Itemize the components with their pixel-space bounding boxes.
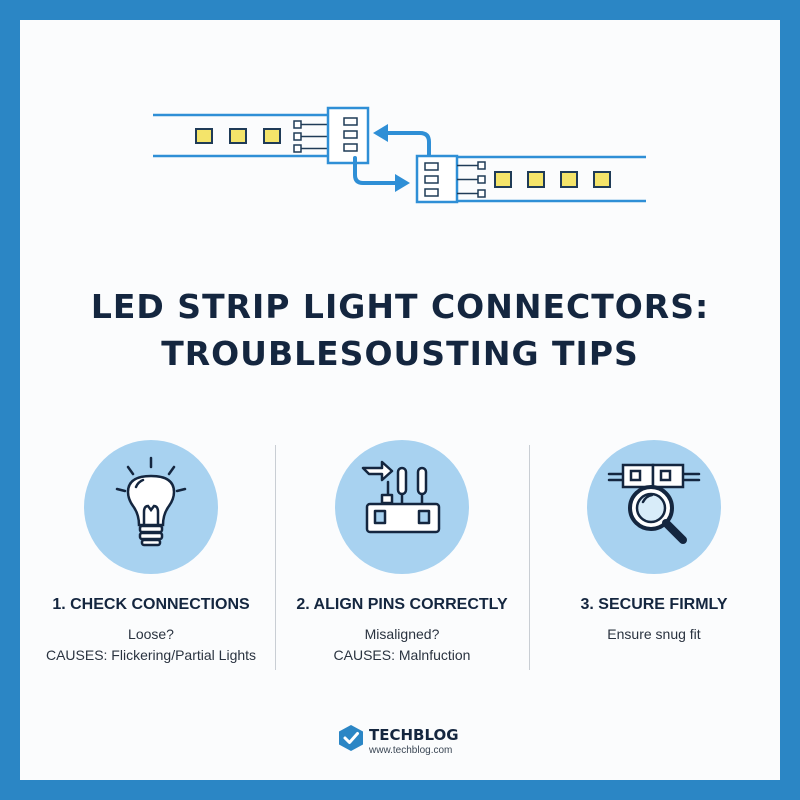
led-chip [527, 171, 545, 188]
led-chip [593, 171, 611, 188]
tip-title: 2. ALIGN PINS CORRECTLY [296, 596, 508, 613]
column-divider [529, 445, 530, 670]
tip-align-pins: 2. ALIGN PINS CORRECTLY Misaligned? CAUS… [277, 440, 527, 666]
brand-footer: TECHBLOG www.techblog.com [338, 722, 478, 762]
light-bulb-icon [115, 456, 187, 547]
tip-secure-firmly: 3. SECURE FIRMLY Ensure snug fit [529, 440, 779, 645]
shield-check-icon [339, 725, 363, 751]
connector-pins-icon [361, 460, 441, 534]
led-strip-illustration [153, 106, 646, 204]
right-led-strip [457, 155, 646, 203]
brand-url[interactable]: www.techblog.com [369, 745, 453, 756]
tip-question: Ensure snug fit [607, 626, 701, 642]
tip-title: 1. CHECK CONNECTIONS [52, 596, 250, 613]
led-chip [560, 171, 578, 188]
left-led-strip [153, 113, 330, 158]
right-connector [415, 154, 459, 204]
led-chip [494, 171, 512, 188]
title-line-2: TROUBLESOUSTING TIPS [161, 334, 639, 373]
title-line-1: LED STRIP LIGHT CONNECTORS: [90, 287, 710, 326]
tip-question: Loose? [128, 626, 174, 642]
tip-question: Misaligned? [364, 626, 440, 642]
left-connector [326, 106, 370, 165]
page-title: LED STRIP LIGHT CONNECTORS: TROUBLESOUST… [0, 283, 800, 377]
tip-title: 3. SECURE FIRMLY [580, 596, 728, 613]
tip-icon-circle [587, 440, 721, 574]
brand-name: TECHBLOG [369, 726, 459, 744]
tip-causes: CAUSES: Flickering/Partial Lights [45, 647, 257, 663]
led-chip [263, 128, 281, 144]
led-chip [195, 128, 213, 144]
column-divider [275, 445, 276, 670]
tip-causes: CAUSES: Malnfuction [333, 647, 471, 663]
connect-arrows [353, 131, 431, 185]
magnifier-icon [607, 463, 701, 544]
tip-icon-circle [335, 440, 469, 574]
led-chip [229, 128, 247, 144]
tip-icon-circle [84, 440, 218, 574]
tip-check-connections: 1. CHECK CONNECTIONS Loose? CAUSES: Flic… [26, 440, 276, 666]
